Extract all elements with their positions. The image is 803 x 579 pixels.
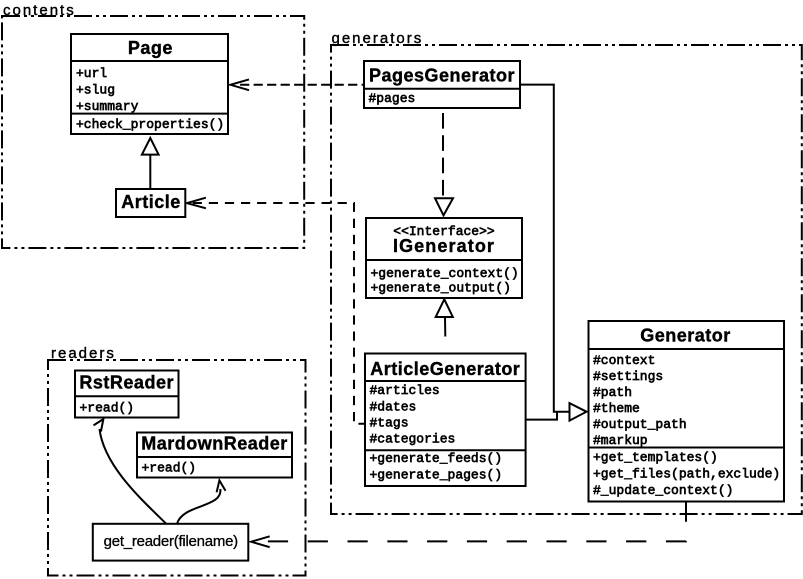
- svg-text:#dates: #dates: [370, 399, 417, 414]
- svg-text:Article: Article: [121, 192, 181, 212]
- svg-text:Generator: Generator: [640, 326, 731, 346]
- svg-text:IGenerator: IGenerator: [393, 236, 495, 256]
- svg-text:+read(): +read(): [142, 461, 197, 476]
- svg-text:#output_path: #output_path: [593, 417, 687, 432]
- svg-text:RstReader: RstReader: [79, 373, 174, 393]
- svg-text:MardownReader: MardownReader: [141, 434, 288, 454]
- svg-text:+generate_output(): +generate_output(): [371, 281, 511, 296]
- svg-text:#context: #context: [593, 353, 655, 368]
- svg-text:+read(): +read(): [80, 401, 135, 416]
- svg-text:+slug: +slug: [76, 82, 115, 97]
- svg-text:#_update_context(): #_update_context(): [593, 483, 733, 498]
- svg-text:#pages: #pages: [369, 91, 416, 106]
- svg-text:ArticleGenerator: ArticleGenerator: [370, 359, 520, 379]
- svg-text:get_reader(filename): get_reader(filename): [104, 533, 238, 550]
- svg-text:#theme: #theme: [593, 401, 640, 416]
- svg-text:#categories: #categories: [370, 432, 456, 447]
- svg-text:#markup: #markup: [593, 433, 648, 448]
- svg-text:PagesGenerator: PagesGenerator: [369, 66, 515, 86]
- svg-text:+check_properties(): +check_properties(): [76, 117, 224, 132]
- svg-text:<<Interface>>: <<Interface>>: [393, 224, 495, 239]
- svg-text:contents: contents: [3, 2, 76, 19]
- svg-text:#tags: #tags: [370, 415, 409, 430]
- svg-text:Page: Page: [128, 38, 173, 58]
- svg-text:generators: generators: [332, 30, 424, 47]
- svg-text:+generate_context(): +generate_context(): [371, 266, 519, 281]
- svg-text:+get_files(path,exclude): +get_files(path,exclude): [593, 467, 780, 482]
- svg-text:+generate_feeds(): +generate_feeds(): [370, 451, 503, 466]
- svg-text:readers: readers: [51, 345, 116, 362]
- svg-text:#path: #path: [593, 385, 632, 400]
- svg-text:+url: +url: [76, 66, 107, 81]
- svg-text:#settings: #settings: [593, 369, 663, 384]
- svg-text:+get_templates(): +get_templates(): [593, 450, 718, 465]
- svg-text:+summary: +summary: [76, 99, 139, 114]
- svg-text:#articles: #articles: [370, 383, 440, 398]
- svg-text:+generate_pages(): +generate_pages(): [370, 467, 503, 482]
